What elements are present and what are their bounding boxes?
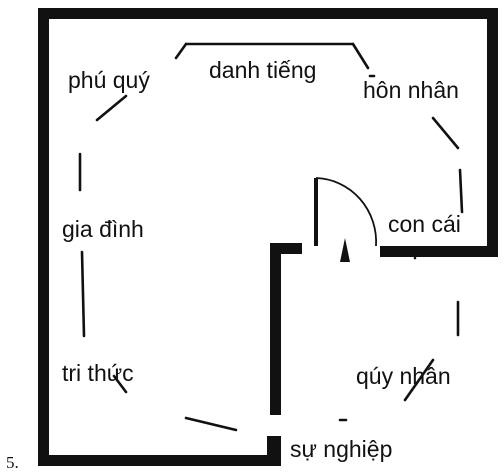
wall-inner-stub [270,243,302,254]
door [314,177,377,247]
label-su-nghiep: sự nghiệp [290,436,392,462]
outer-walls [38,8,498,466]
label-tri-thuc: tri thức [62,360,134,386]
figure-number: 5. [6,453,19,472]
wall-top [38,8,498,19]
label-quy-nhan: qúy nhân [356,363,451,389]
wall-inner-vertical [270,243,281,415]
label-danh-tieng: danh tiếng [209,57,316,83]
wall-bottom [38,455,274,466]
wall-right [487,8,498,257]
label-gia-dinh: gia đình [62,216,144,242]
label-con-cai: con cái [388,211,461,237]
entrance-arrow-icon [340,238,350,262]
door-swing-arc [315,177,377,247]
wall-entrance-post [267,436,281,466]
wall-right-return [380,246,498,257]
label-hon-nhan: hôn nhân [363,77,459,103]
wall-left [38,8,49,466]
label-phu-quy: phú quý [68,67,150,93]
bagua-octagon [78,42,464,432]
